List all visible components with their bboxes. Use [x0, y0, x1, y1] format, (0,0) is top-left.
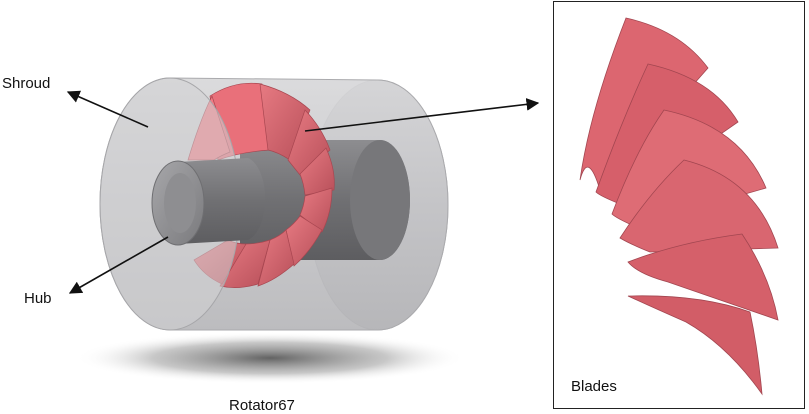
- blades-arrow: [304, 98, 540, 132]
- hub-arrow: [68, 236, 169, 294]
- inset-blades: [579, 17, 779, 396]
- inset-blade-5: [627, 233, 779, 321]
- blades-inset-frame: [553, 1, 805, 409]
- shroud-arrow: [66, 90, 149, 128]
- hub-label: Hub: [24, 290, 52, 307]
- hub-back-cap: [350, 140, 410, 260]
- rotor-name-label: Rotator67: [229, 397, 295, 414]
- inset-blade-6: [627, 295, 763, 396]
- ground-shadow: [75, 332, 465, 384]
- shroud-label: Shroud: [2, 75, 51, 92]
- hub-front-inner: [164, 173, 196, 233]
- blades-label: Blades: [571, 378, 617, 395]
- inset-blade-4: [619, 159, 779, 253]
